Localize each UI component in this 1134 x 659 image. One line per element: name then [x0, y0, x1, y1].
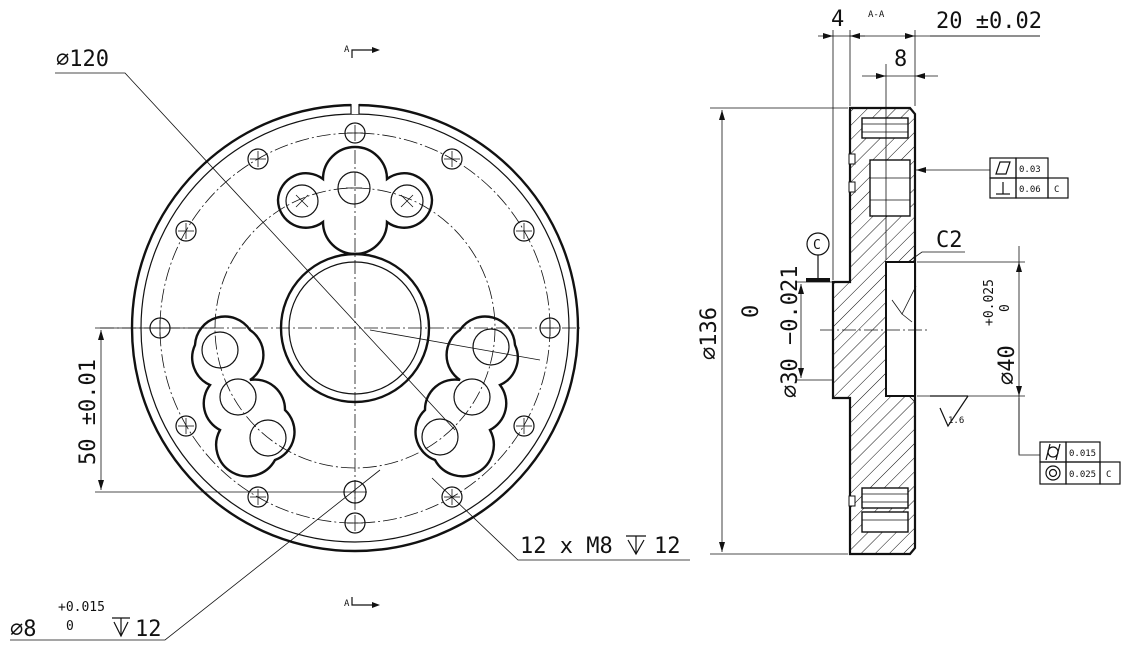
fcf-bottom: 0.015 0.025 C	[1018, 398, 1121, 485]
dim-4: 4	[818, 7, 865, 280]
dim-50: 50 ±0.01	[76, 327, 345, 493]
rim-notch	[351, 100, 359, 114]
fcf-bottom-datum: C	[1106, 470, 1111, 480]
dim-dia-40-lower: 0	[998, 304, 1013, 312]
dim-dia-136-text: ∅136	[697, 307, 722, 360]
dim-dia-136: ∅136	[697, 107, 848, 555]
fcf-bottom-value-1: 0.015	[1069, 449, 1096, 459]
section-thread-top	[848, 117, 911, 217]
pocket-left	[191, 315, 296, 478]
fcf-top: 0.03 0.06 C	[916, 157, 1069, 199]
dim-8: 8	[862, 47, 938, 260]
fcf-top-datum: C	[1054, 185, 1059, 195]
front-view: A A ∅120 50 ±0.01 ∅8 +0.015 0 12	[10, 45, 690, 642]
chamfer-text: C2	[936, 228, 963, 253]
dim-20: 20 ±0.02	[850, 9, 1042, 106]
pocket-top	[276, 145, 434, 256]
section-letter-top: A	[344, 45, 350, 55]
section-marker-bottom: A	[344, 597, 380, 609]
bolt-holes	[149, 122, 561, 534]
dim-4-text: 4	[831, 7, 844, 32]
dim-dia-40-upper: +0.025	[982, 279, 997, 326]
thread-depth: 12	[654, 534, 681, 559]
roughness-icon-face: 1.6	[930, 395, 969, 428]
dim-8-text: 8	[894, 47, 907, 72]
section-body	[831, 106, 917, 556]
dim-dia-30: ∅30 −0.021 0	[739, 266, 832, 398]
dim-dia-120: ∅120	[56, 47, 109, 72]
dim-dia-30-upper: 0	[739, 305, 764, 318]
leader-dia120	[55, 72, 456, 431]
dowel-dia: ∅8	[10, 617, 37, 642]
thread-depth-icon	[626, 535, 646, 556]
leader-dowel	[10, 469, 381, 641]
leader-thread	[431, 477, 690, 561]
section-view: A-A 4 20 ±0.02 8	[697, 7, 1121, 556]
section-marker-top: A	[344, 45, 380, 58]
dim-dia-30-text: ∅30 −0.021	[778, 266, 803, 398]
cylindricity-icon	[1045, 443, 1061, 461]
dim-50-text: 50 ±0.01	[76, 359, 101, 465]
dim-20-text: 20 ±0.02	[936, 9, 1042, 34]
fcf-bottom-value-2: 0.025	[1069, 470, 1096, 480]
depth-icon	[112, 617, 130, 638]
perpendicularity-icon	[996, 182, 1010, 195]
section-letter-bottom: A	[344, 599, 350, 609]
roughness-icon-bore	[891, 285, 917, 323]
leader-chamfer	[907, 251, 965, 263]
section-thread-bottom	[848, 487, 909, 533]
dowel-tol-lower: 0	[66, 619, 74, 634]
flatness-icon	[995, 161, 1011, 175]
fcf-top-value-1: 0.03	[1019, 165, 1041, 175]
center-bore-section	[885, 261, 916, 397]
concentricity-icon	[1045, 465, 1061, 481]
section-title: A-A	[868, 10, 885, 20]
pitch-circle	[214, 187, 496, 469]
dim-dia-40: ∅40 +0.025 0	[917, 246, 1025, 454]
datum-c: C	[806, 232, 830, 282]
roughness-value: 1.6	[948, 416, 964, 426]
pocket-right	[414, 315, 519, 478]
dim-dia-40-text: ∅40	[995, 345, 1020, 385]
dowel-depth: 12	[135, 617, 162, 642]
datum-c-letter: C	[813, 238, 821, 253]
dowel-tol-upper: +0.015	[58, 600, 105, 615]
fcf-top-value-2: 0.06	[1019, 185, 1041, 195]
thread-callout: 12 x M8	[520, 534, 613, 559]
